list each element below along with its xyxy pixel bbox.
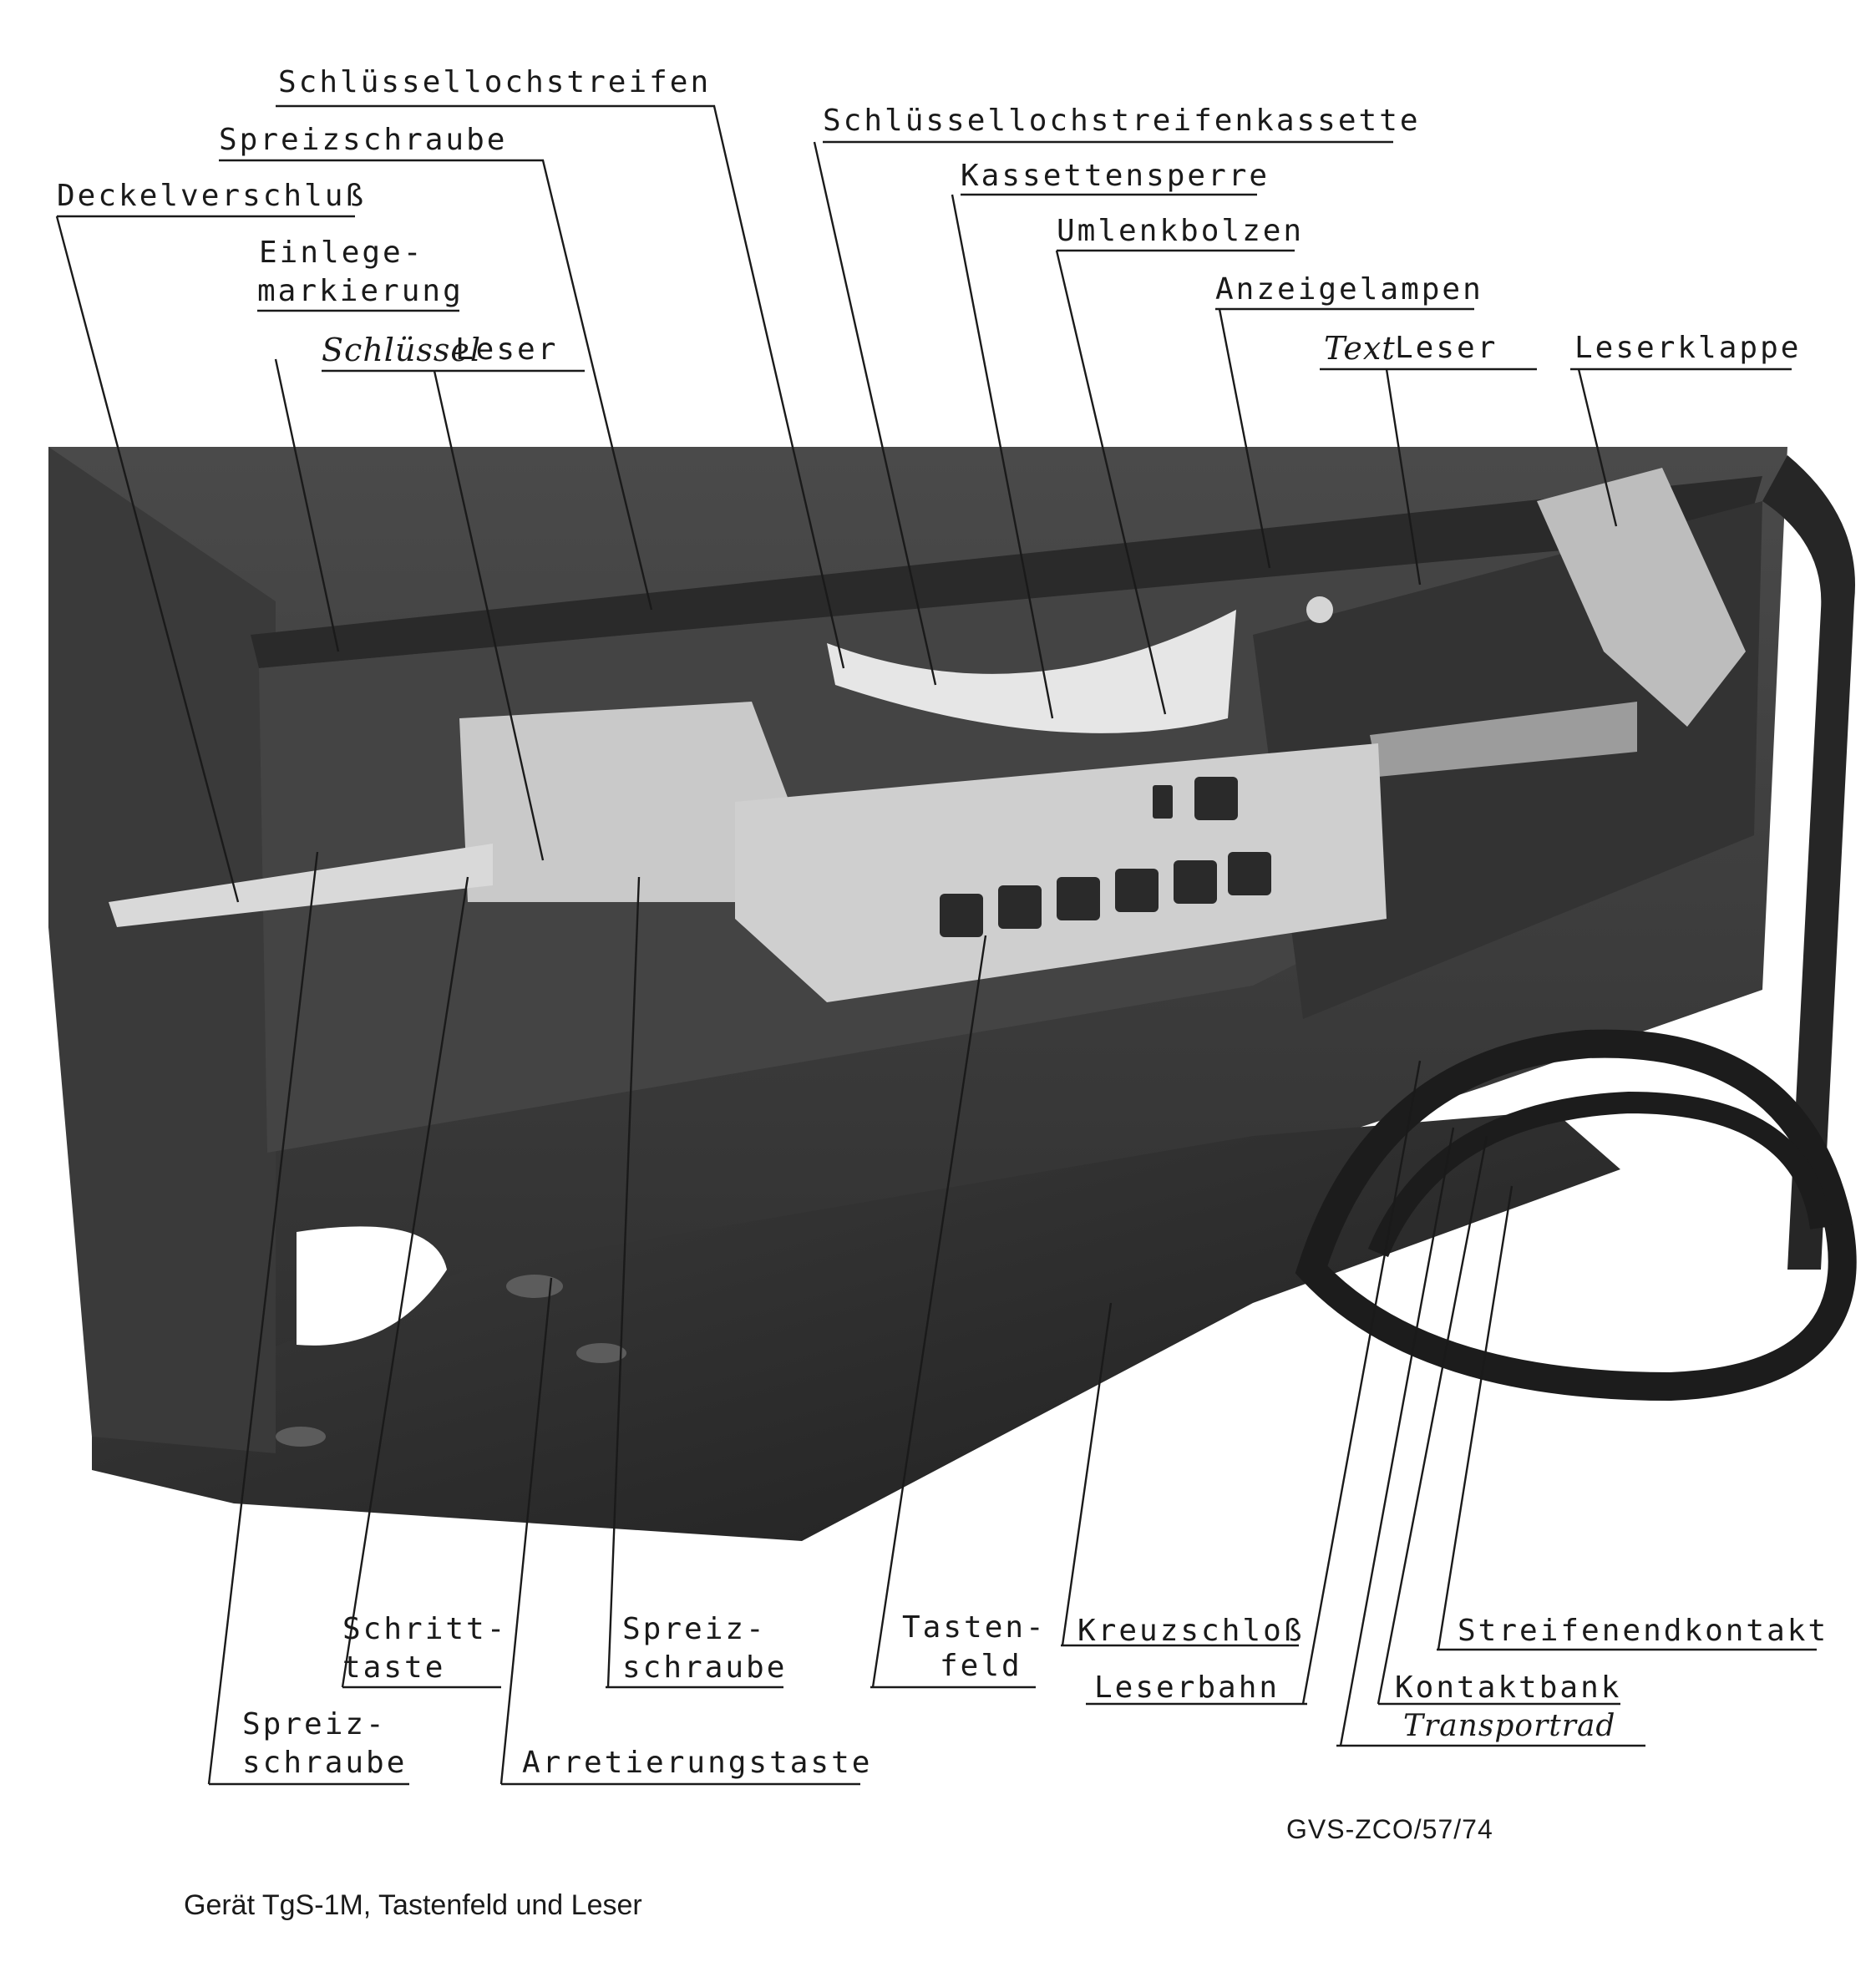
- figure-caption: Gerät TgS-1M, Tastenfeld und Leser: [184, 1889, 642, 1921]
- label-kassettensperre: Kassettensperre: [961, 159, 1270, 193]
- label-spreizschraube-left-2: schraube: [242, 1746, 408, 1780]
- label-spreizschraube-mid-2: schraube: [622, 1650, 788, 1685]
- label-kontaktbank: Kontaktbank: [1395, 1670, 1622, 1705]
- label-deckelverschluss: Deckelverschluß: [57, 179, 367, 213]
- label-streifenendkontakt: Streifenendkontakt: [1458, 1614, 1829, 1648]
- label-einlegemarkierung-2: markierung: [257, 274, 464, 308]
- label-kassette: Schlüssellochstreifenkassette: [823, 104, 1421, 138]
- label-spreizschraube-mid-1: Spreiz-: [622, 1612, 767, 1646]
- leader-lines: [55, 104, 1817, 1786]
- label-schluessellochstreifen: Schlüssellochstreifen: [278, 65, 712, 99]
- label-transportrad-handwritten: Transportrad: [1403, 1709, 1616, 1743]
- label-schluessel-handwritten: Schlüssel: [322, 332, 482, 368]
- label-einlegemarkierung-1: Einlege-: [259, 236, 424, 270]
- label-text-handwritten: Text: [1324, 330, 1396, 367]
- label-text-leser: Leser: [1395, 331, 1498, 365]
- document-reference: GVS-ZCO/57/74: [1286, 1814, 1493, 1844]
- label-anzeigelampen: Anzeigelampen: [1215, 272, 1483, 307]
- label-leserbahn: Leserbahn: [1094, 1670, 1280, 1705]
- device-housing: [48, 447, 1857, 1541]
- label-spreizschraube-left-1: Spreiz-: [242, 1707, 387, 1741]
- label-kreuzschloss: Kreuzschloß: [1077, 1614, 1305, 1648]
- label-schritttaste-2: taste: [342, 1650, 446, 1685]
- label-umlenkbolzen: Umlenkbolzen: [1057, 214, 1305, 248]
- label-tastenfeld-2: feld: [940, 1649, 1022, 1683]
- label-schritttaste-1: Schritt-: [342, 1612, 508, 1646]
- label-tastenfeld-1: Tasten-: [902, 1610, 1047, 1645]
- label-schluessel-leser: Leser: [455, 332, 559, 367]
- label-spreizschraube-top: Spreizschraube: [219, 123, 508, 157]
- label-leserklappe: Leserklappe: [1574, 331, 1802, 365]
- label-arretierungstaste: Arretierungstaste: [522, 1746, 873, 1780]
